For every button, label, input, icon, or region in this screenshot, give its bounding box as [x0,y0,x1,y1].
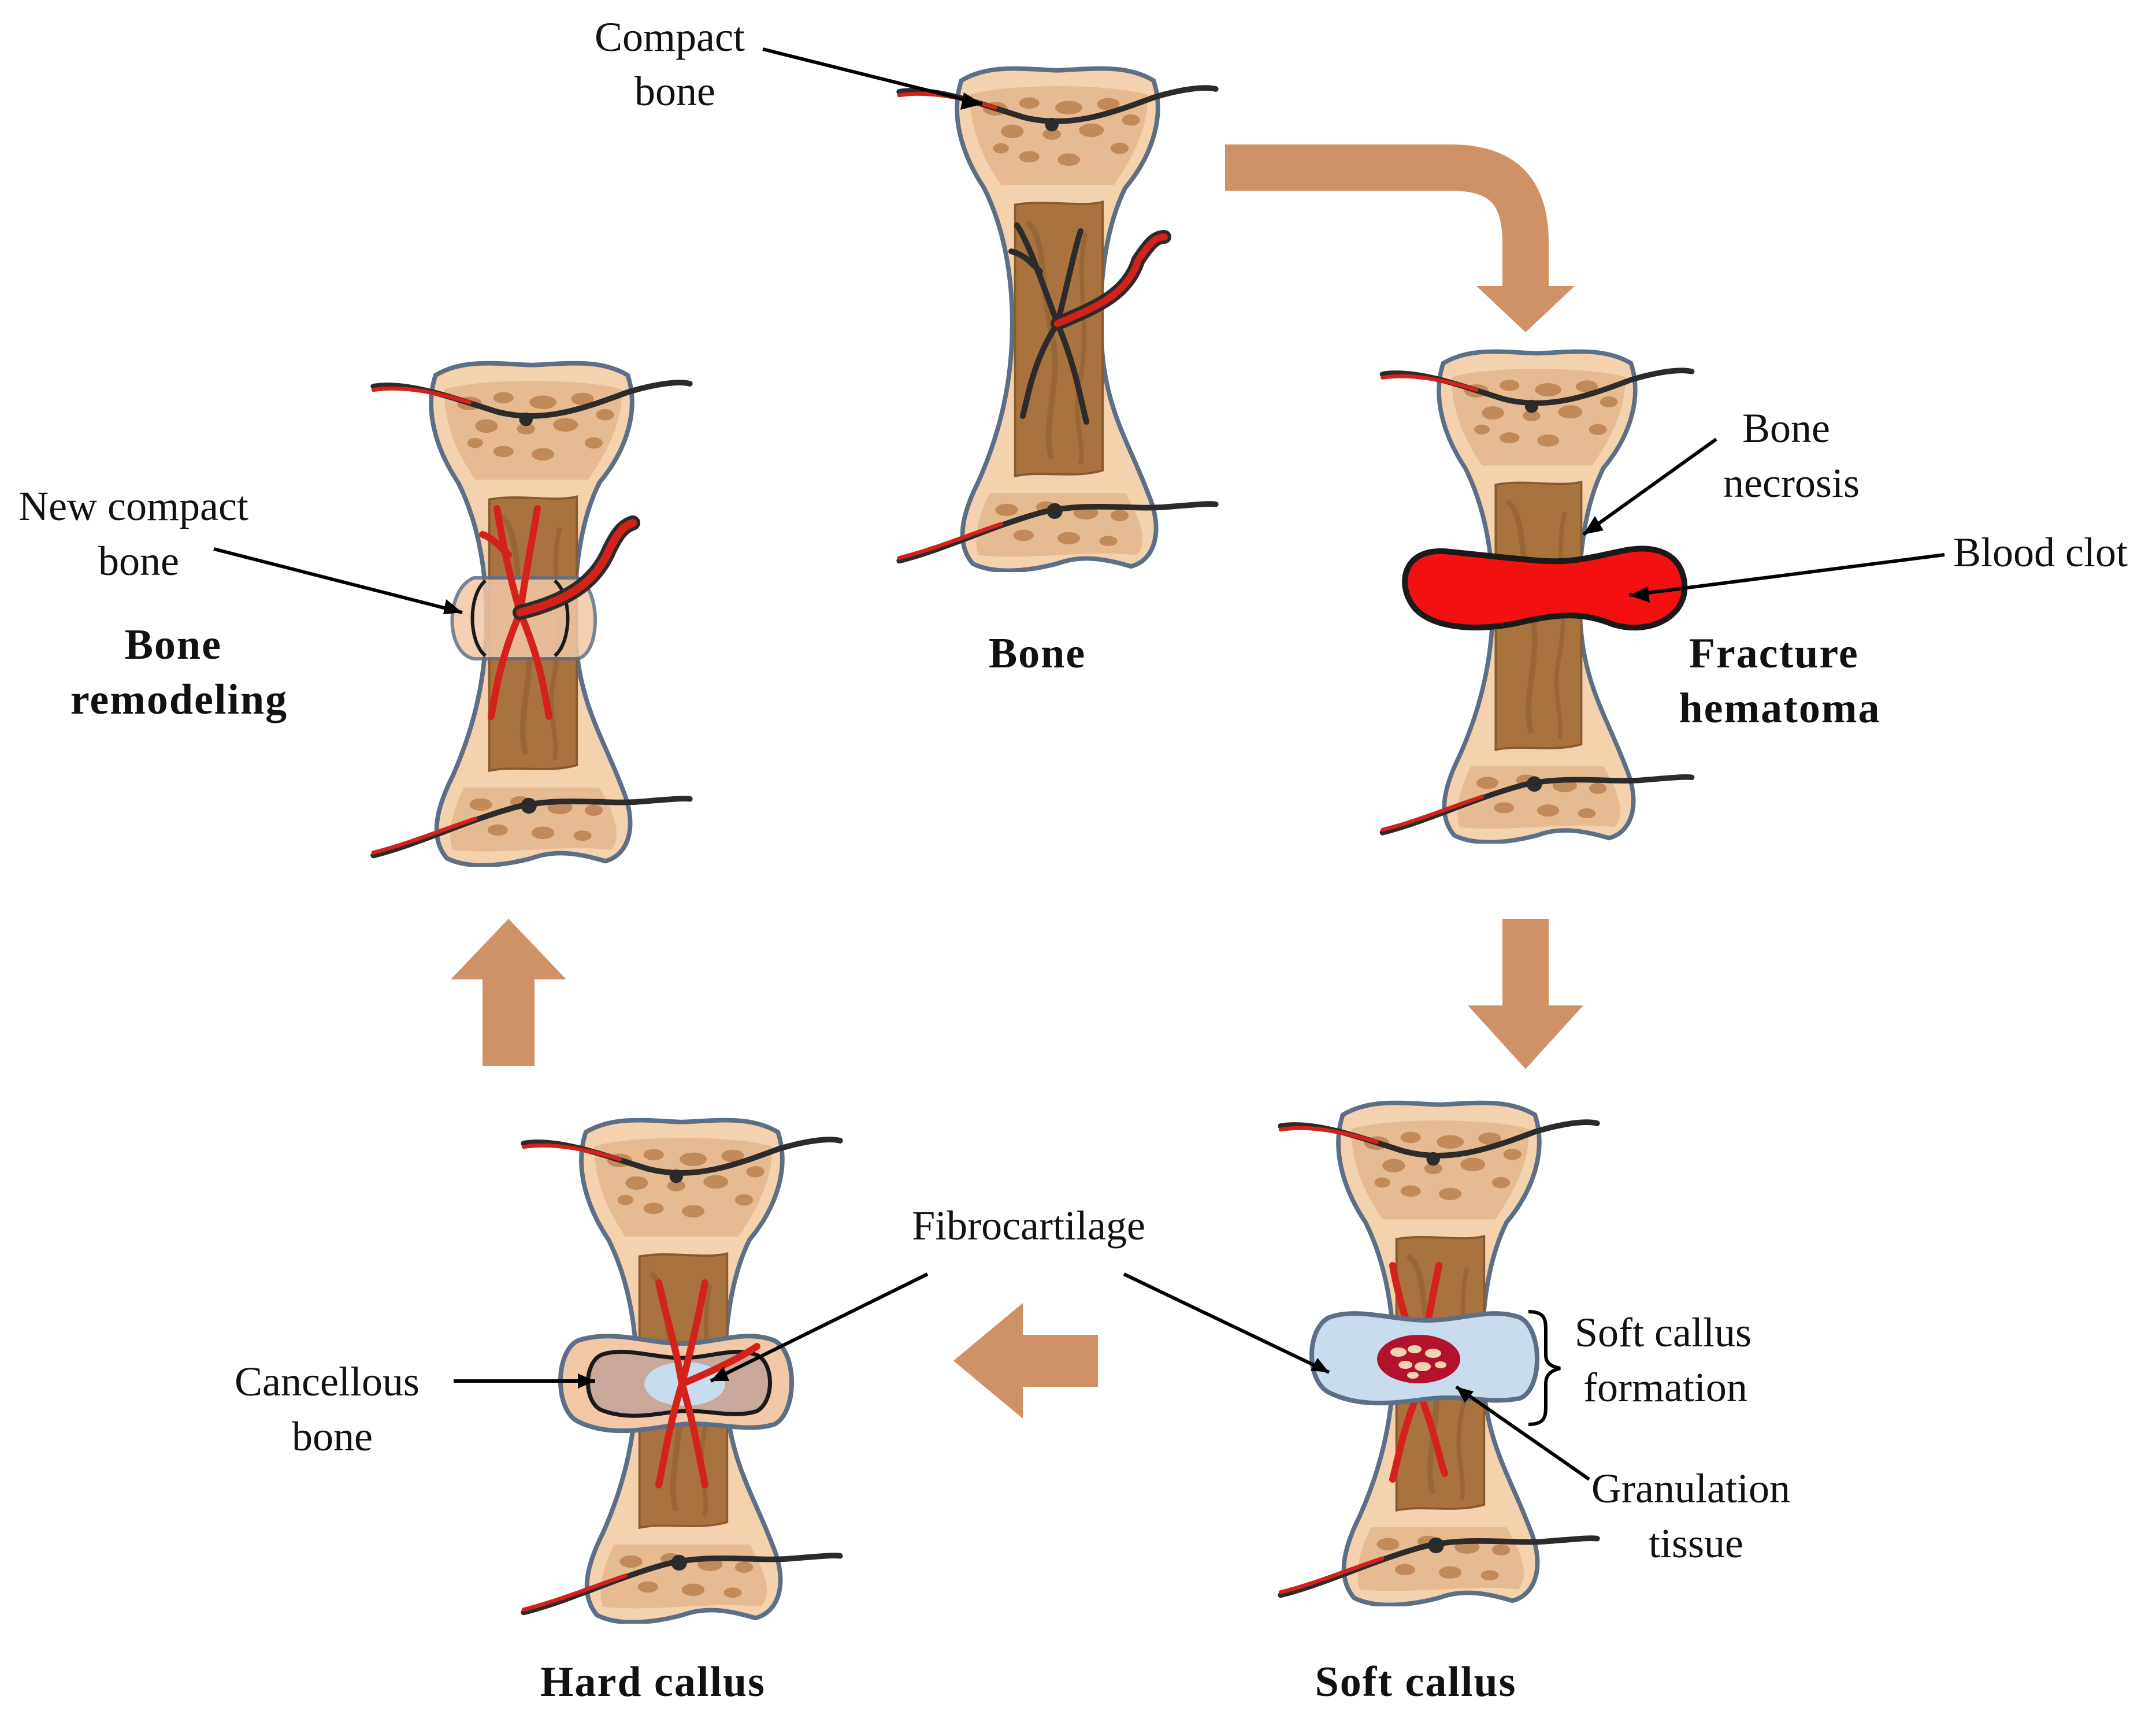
arrow-hematoma-to-soft-callus [1468,919,1583,1069]
leader-lines [213,47,1945,1481]
label-granulation-tissue: Granulation tissue [1591,1465,1801,1566]
label-new-compact-bone: New compact bone [18,483,259,584]
label-soft-callus-formation-line1: Soft callus [1575,1309,1751,1356]
arrow-bone-to-hematoma [1225,144,1575,332]
label-compact-bone: Compact bone [595,14,755,114]
label-bone-necrosis: Bone necrosis [1723,405,1860,506]
soft-callus-bracket [1528,1310,1561,1426]
arrow-hard-callus-to-remodeling [451,919,566,1066]
blood-clot [1402,545,1688,631]
label-soft-callus-formation-line2: formation [1583,1364,1747,1410]
granulation-tissue [1377,1335,1460,1383]
label-cancellous-bone: Cancellous bone [235,1358,430,1460]
stage-title-hard-callus: Hard callus [540,1658,766,1706]
stage-hard-callus [524,1120,840,1623]
arrow-soft-to-hard-callus [953,1303,1098,1419]
stage-title-bone: Bone [989,630,1086,677]
stage-title-soft-callus: Soft callus [1315,1658,1517,1706]
label-blood-clot: Blood clot [1953,529,2128,576]
stage-soft-callus [1281,1103,1597,1605]
stage-title-bone-remodeling: Bone remodeling [70,621,288,723]
arrowheads [443,92,1650,1403]
stage-title-fracture-hematoma: Fracture hematoma [1679,630,1881,732]
stage-fracture-hematoma [1382,351,1691,842]
label-fibrocartilage: Fibrocartilage [912,1202,1145,1249]
stage-bone [899,69,1216,571]
stage-bone-remodeling [373,363,690,866]
